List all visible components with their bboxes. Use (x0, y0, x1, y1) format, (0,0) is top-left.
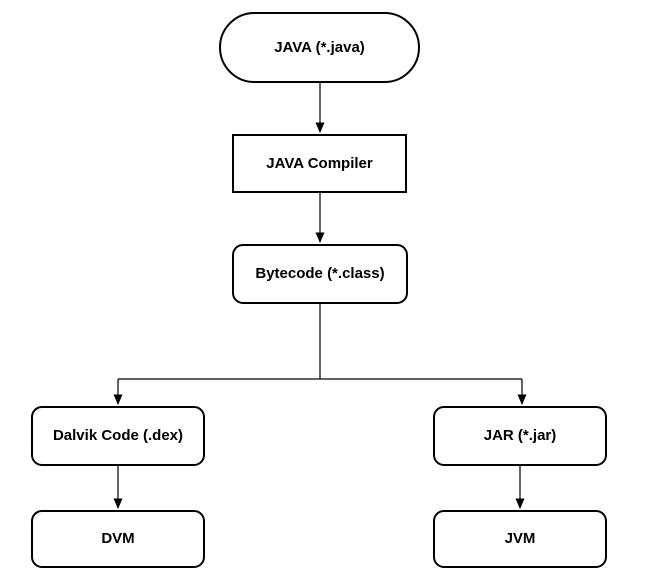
node-jar: JAR (*.jar) (433, 406, 607, 466)
node-jvm-label: JVM (504, 530, 536, 547)
node-bytecode-label: Bytecode (*.class) (255, 265, 385, 282)
node-dalvik-code-label: Dalvik Code (.dex) (52, 427, 184, 444)
node-dvm: DVM (31, 510, 205, 568)
node-dvm-label: DVM (101, 530, 135, 547)
node-bytecode: Bytecode (*.class) (232, 244, 408, 304)
node-java-source: JAVA (*.java) (219, 12, 420, 83)
node-java-compiler-label: JAVA Compiler (266, 154, 373, 172)
node-java-source-label: JAVA (*.java) (274, 38, 365, 56)
node-java-compiler: JAVA Compiler (232, 134, 407, 193)
node-jar-label: JAR (*.jar) (483, 427, 557, 444)
node-jvm: JVM (433, 510, 607, 568)
node-dalvik-code: Dalvik Code (.dex) (31, 406, 205, 466)
